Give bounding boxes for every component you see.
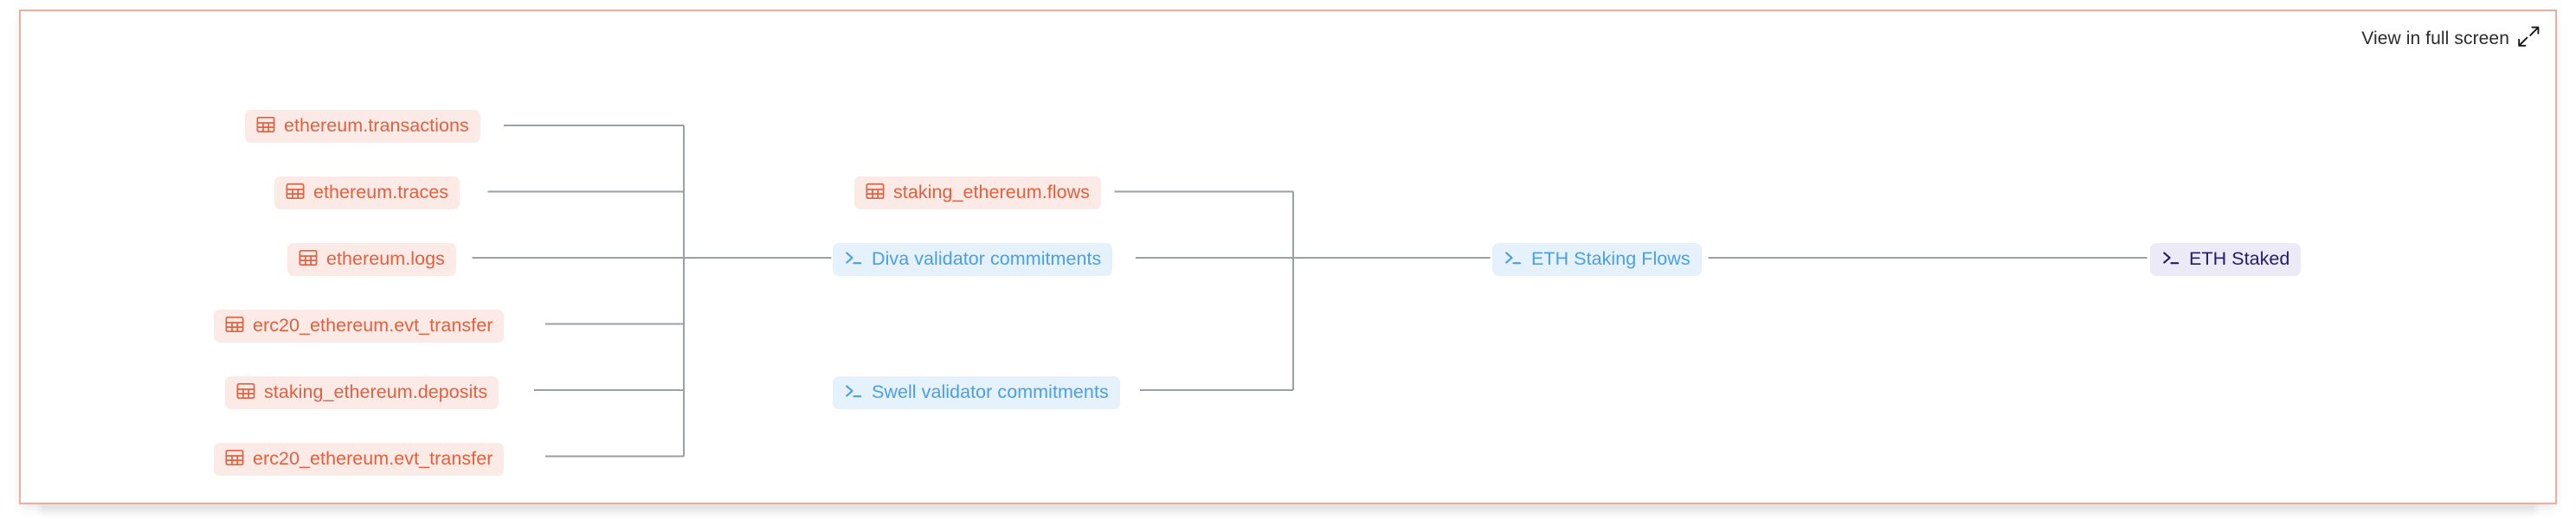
- graph-node-query[interactable]: ETH Staking Flows: [1492, 243, 1702, 276]
- terminal-icon: [2161, 249, 2180, 270]
- graph-node-label: erc20_ethereum.evt_transfer: [253, 315, 493, 336]
- graph-node-table[interactable]: staking_ethereum.deposits: [225, 376, 499, 409]
- card-drop-shadow: [40, 505, 2536, 517]
- graph-node-label: staking_ethereum.flows: [893, 182, 1090, 203]
- graph-node-label: ETH Staked: [2189, 248, 2290, 270]
- graph-node-query[interactable]: Diva validator commitments: [833, 243, 1113, 276]
- view-in-full-screen-button[interactable]: View in full screen: [2361, 25, 2540, 52]
- graph-node-table[interactable]: ethereum.traces: [274, 176, 460, 209]
- graph-node-output[interactable]: ETH Staked: [2150, 243, 2302, 276]
- expand-diagonal-arrows-icon: [2517, 25, 2540, 52]
- lineage-graph-card: ethereum.transactions ethereum.traces ethe…: [19, 10, 2557, 504]
- graph-node-label: ethereum.logs: [326, 248, 445, 270]
- table-icon: [236, 382, 255, 403]
- table-icon: [286, 183, 305, 203]
- graph-canvas[interactable]: ethereum.transactions ethereum.traces ethe…: [21, 11, 2555, 503]
- view-in-full-screen-label: View in full screen: [2361, 29, 2509, 48]
- graph-node-label: ETH Staking Flows: [1531, 248, 1690, 270]
- table-icon: [225, 316, 244, 336]
- graph-node-label: ethereum.traces: [313, 182, 449, 203]
- table-icon: [256, 116, 275, 137]
- terminal-icon: [844, 382, 863, 403]
- terminal-icon: [844, 249, 863, 270]
- graph-node-table[interactable]: staking_ethereum.flows: [854, 176, 1101, 209]
- graph-node-query[interactable]: Swell validator commitments: [833, 376, 1120, 409]
- graph-node-table[interactable]: erc20_ethereum.evt_transfer: [214, 443, 505, 476]
- graph-node-label: erc20_ethereum.evt_transfer: [253, 448, 493, 470]
- graph-node-label: ethereum.transactions: [284, 115, 469, 137]
- graph-node-label: staking_ethereum.deposits: [264, 381, 488, 403]
- graph-node-table[interactable]: erc20_ethereum.evt_transfer: [214, 310, 505, 343]
- graph-node-table[interactable]: ethereum.transactions: [245, 110, 480, 143]
- terminal-icon: [1504, 249, 1523, 270]
- graph-node-label: Diva validator commitments: [872, 248, 1102, 270]
- graph-node-label: Swell validator commitments: [872, 381, 1109, 403]
- table-icon: [225, 449, 244, 470]
- table-icon: [866, 183, 885, 203]
- table-icon: [299, 249, 318, 270]
- graph-node-table[interactable]: ethereum.logs: [287, 243, 456, 276]
